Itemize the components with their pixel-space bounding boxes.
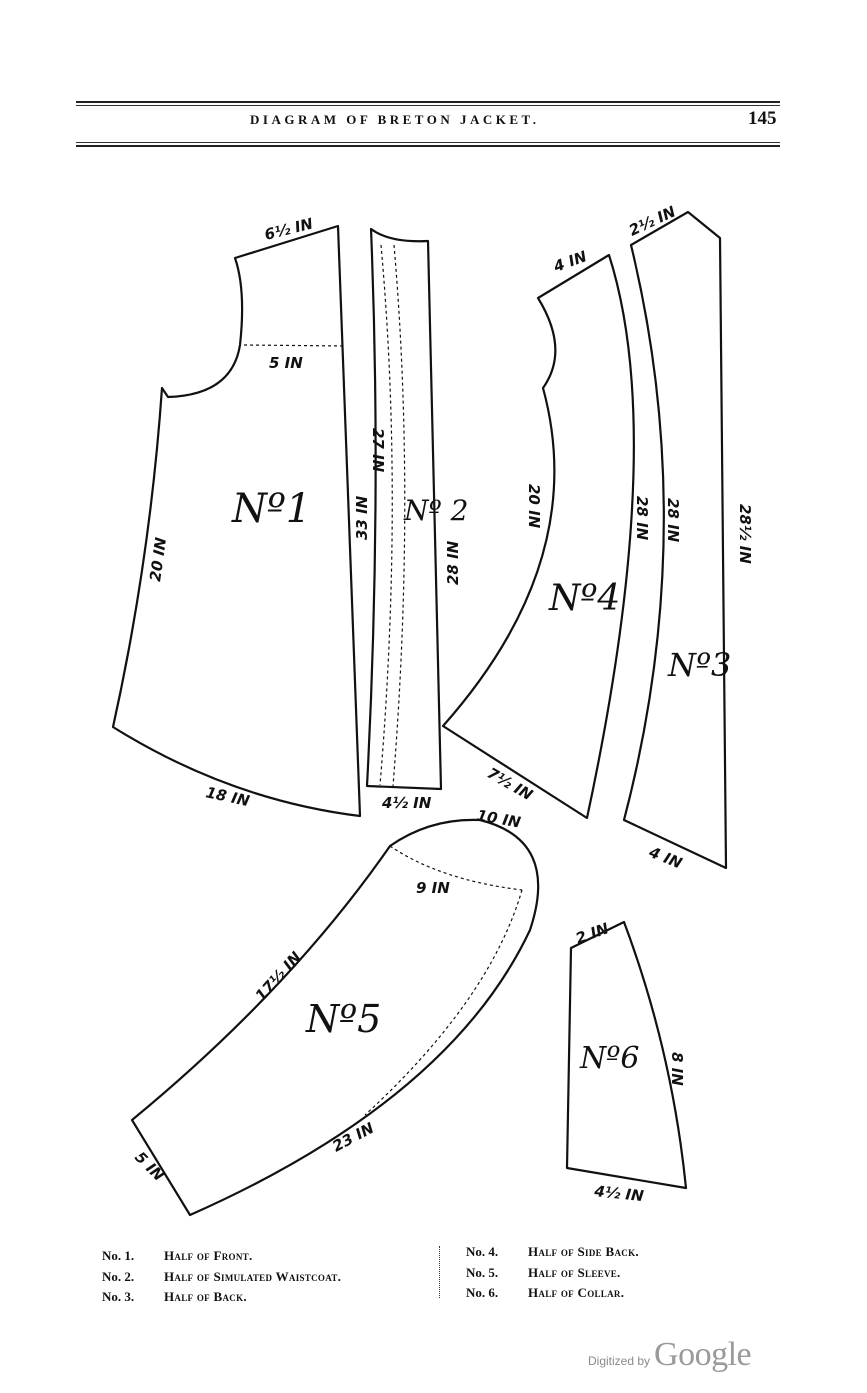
piece-5-top-measure: 10 IN: [475, 806, 522, 831]
piece-6-label: Nº6: [579, 1041, 639, 1076]
legend-item: No. 3.Half of Back.: [102, 1289, 247, 1304]
piece-4-outline: [441, 253, 635, 820]
legend-item: No. 4.Half of Side Back.: [466, 1244, 639, 1259]
piece-4-top-measure: 4 IN: [550, 247, 589, 276]
piece-5-outer-measure: 17½ IN: [252, 948, 306, 1005]
piece-1-label: Nº1: [231, 486, 311, 532]
header-rule-top: [76, 101, 780, 103]
piece-4-back-measure: 28 IN: [633, 496, 651, 541]
piece-2-outer-measure: 27 IN: [369, 428, 387, 473]
piece-2-label: Nº 2: [403, 494, 468, 527]
piece-4-front-measure: 20 IN: [525, 484, 543, 529]
piece-5-seam-line: [364, 889, 523, 1116]
legend-item: No. 2.Half of Simulated Waistcoat.: [102, 1268, 342, 1284]
piece-5-outline: [130, 818, 540, 1217]
piece-3-outline: [622, 210, 728, 870]
legend-item: No. 6.Half of Collar.: [466, 1285, 625, 1300]
piece-4-label: Nº4: [548, 578, 620, 619]
header-rule-bottom: [76, 145, 780, 147]
header-rule-top-inner: [76, 105, 780, 106]
piece-5-label: Nº5: [305, 997, 381, 1041]
piece-1-outline: [111, 224, 362, 818]
legend-right: No. 4.Half of Side Back. No. 5.Half of S…: [466, 1242, 639, 1304]
piece-5-elbow-measure: 9 IN: [416, 879, 450, 897]
piece-2-inner-measure: 28 IN: [444, 540, 462, 585]
piece-6-bottom-measure: 4½ IN: [593, 1182, 645, 1205]
page-title: DIAGRAM OF BRETON JACKET.: [250, 112, 540, 127]
piece-3-side-measure: 28 IN: [664, 498, 682, 543]
legend-item: No. 5.Half of Sleeve.: [466, 1264, 621, 1280]
piece-3-label: Nº3: [667, 646, 731, 684]
piece-6-top-measure: 2 IN: [573, 919, 611, 948]
legend-item: No. 1.Half of Front.: [102, 1248, 253, 1263]
google-logo: Google: [654, 1336, 752, 1373]
piece-1-across-measure: 5 IN: [269, 354, 303, 372]
piece-1-front-measure: 33 IN: [353, 495, 371, 540]
piece-2-bottom-measure: 4½ IN: [381, 794, 432, 812]
piece-1-shoulder-measure: 6½ IN: [263, 214, 316, 244]
digitized-by-google: Digitized by Google: [588, 1336, 752, 1373]
legend-divider: [439, 1246, 444, 1298]
piece-3-back-measure: 28½ IN: [736, 504, 754, 564]
piece-5-elbow-line: [389, 845, 523, 891]
piece-6-outline: [565, 920, 688, 1190]
piece-1-side-measure: 20 IN: [146, 536, 170, 583]
piece-5-wrist-measure: 5 IN: [131, 1148, 168, 1185]
piece-2-fold-line-2: [392, 244, 406, 787]
legend-left: No. 1.Half of Front. No. 2.Half of Simul…: [102, 1246, 341, 1308]
piece-6-side-measure: 8 IN: [668, 1052, 686, 1086]
piece-2-outline: [365, 227, 443, 791]
digitized-by-text: Digitized by: [588, 1354, 651, 1368]
piece-2-fold-line: [379, 244, 393, 786]
page-number: 145: [748, 108, 777, 129]
piece-1-shoulder-line: [243, 344, 347, 347]
header-rule-bottom-inner: [76, 142, 780, 143]
piece-3-top-measure: 2½ IN: [626, 202, 679, 239]
piece-1-bottom-measure: 18 IN: [204, 783, 251, 810]
